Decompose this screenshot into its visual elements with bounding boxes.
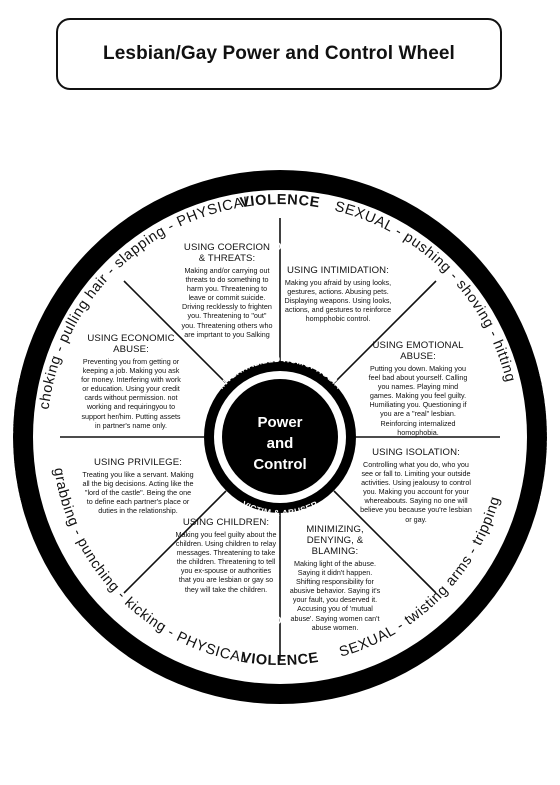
spoke-bottom-left	[123, 490, 227, 594]
segment-emotional-abuse: USING EMOTIONAL ABUSE: Putting you down.…	[366, 340, 470, 437]
segment-heading: USING CHILDREN:	[182, 517, 270, 528]
segment-minimizing: MINIMIZING, DENYING, & BLAMING: Making l…	[288, 524, 382, 632]
segment-isolation: USING ISOLATION: Controlling what you do…	[358, 447, 474, 524]
rim-bottom-violence-text: VIOLENCE	[240, 650, 320, 669]
spoke-bottom-right	[333, 490, 437, 594]
segment-intimidation: USING INTIMIDATION: Making you afraid by…	[283, 265, 393, 323]
rim-top-violence-text: VIOLENCE	[239, 192, 321, 211]
segment-privilege: USING PRIVILEGE: Treating you like a ser…	[82, 457, 194, 515]
segment-heading: USING COERCION & THREATS:	[183, 242, 271, 264]
segment-body: Making light of the abuse. Saying it did…	[289, 559, 381, 632]
heterosexism-bottom-label: HETEROSEXISM	[233, 609, 327, 627]
segment-body: Making and/or carrying out threats to do…	[181, 266, 273, 339]
segment-coercion-threats: USING COERCION & THREATS: Making and/or …	[180, 242, 274, 339]
segment-heading: USING ECONOMIC ABUSE:	[87, 333, 175, 355]
segment-heading: MINIMIZING, DENYING, & BLAMING:	[306, 524, 364, 557]
segment-body: Controlling what you do, who you see or …	[360, 460, 472, 524]
segment-heading: USING INTIMIDATION:	[287, 265, 389, 276]
center-hub	[222, 379, 338, 495]
page-title: Lesbian/Gay Power and Control Wheel	[56, 18, 502, 90]
power-and-control-label: Power and Control	[253, 413, 307, 473]
segment-body: Making you feel guilty about the childre…	[175, 530, 277, 594]
segment-economic-abuse: USING ECONOMIC ABUSE: Preventing you fro…	[78, 333, 184, 430]
heterosexism-top-label: HETEROSEXISM	[232, 241, 328, 259]
segment-heading: USING PRIVILEGE:	[94, 457, 182, 468]
segment-body: Putting you down. Making you feel bad ab…	[368, 364, 468, 437]
spoke-top-left	[123, 280, 227, 384]
segment-children: USING CHILDREN: Making you feel guilty a…	[175, 517, 277, 594]
spokes	[60, 218, 500, 660]
spoke-top-right	[333, 280, 437, 384]
segment-heading: USING EMOTIONAL ABUSE:	[372, 340, 464, 362]
segment-body: Preventing you from getting or keeping a…	[81, 357, 181, 430]
segment-body: Making you afraid by using looks, gestur…	[284, 278, 392, 324]
segment-heading: USING ISOLATION:	[372, 447, 460, 458]
segment-body: Treating you like a servant. Making all …	[82, 470, 194, 516]
